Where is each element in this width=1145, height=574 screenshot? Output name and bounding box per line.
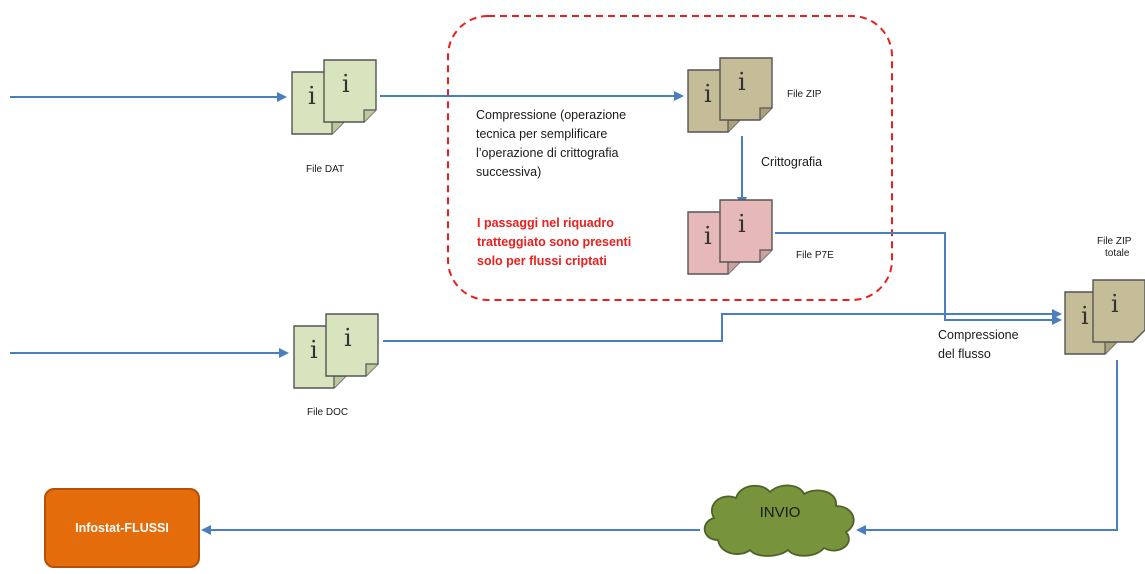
file-doc-label: File DOC — [307, 407, 349, 418]
compression-description: Compressione (operazione tecnica per sem… — [476, 106, 626, 182]
file-dat-label: File DAT — [306, 164, 345, 175]
note-line-3: solo per flussi criptati — [477, 254, 607, 268]
file-dat-icon: i i — [291, 59, 377, 135]
compression-line-4: successiva) — [476, 165, 542, 179]
file-zip-totale-label: File ZIP totale — [1097, 236, 1131, 260]
svg-text:i: i — [308, 82, 316, 110]
file-p7e-icon: i i — [687, 199, 773, 275]
file-doc-icon: i i — [293, 313, 379, 389]
encryption-region-border — [447, 15, 893, 301]
encrypted-flows-note: I passaggi nel riquadro tratteggiato son… — [477, 214, 631, 271]
file-p7e-label: File P7E — [796, 250, 834, 261]
infostat-flussi-label: Infostat-FLUSSI — [75, 521, 169, 535]
svg-text:i: i — [1111, 290, 1119, 318]
file-zip-label: File ZIP — [787, 89, 822, 100]
infostat-flussi-box: Infostat-FLUSSI — [44, 488, 200, 568]
compression-line-1: Compressione (operazione — [476, 108, 627, 122]
flow-compression-label: Compressione del flusso — [938, 326, 1019, 364]
svg-text:i: i — [704, 80, 712, 108]
invio-cloud: INVIO — [696, 482, 864, 558]
svg-text:i: i — [738, 210, 746, 238]
compression-line-2: tecnica per semplificare — [476, 127, 608, 141]
file-zip-totale-label-line1: File ZIP — [1097, 236, 1132, 247]
arrow-zip-totale-to-invio — [856, 360, 1118, 535]
arrow-doc-to-zip-totale — [383, 309, 1062, 342]
flow-compression-line-2: del flusso — [938, 347, 991, 361]
file-zip-totale-label-line2: totale — [1104, 248, 1130, 259]
svg-text:i: i — [310, 336, 318, 364]
svg-text:i: i — [342, 70, 350, 98]
invio-label: INVIO — [759, 504, 801, 521]
svg-text:i: i — [704, 222, 712, 250]
note-line-1: I passaggi nel riquadro — [477, 216, 614, 230]
flow-compression-line-1: Compressione — [938, 328, 1019, 342]
file-zip-totale-icon: i i — [1064, 279, 1145, 355]
svg-text:i: i — [738, 68, 746, 96]
file-zip-icon: i i — [687, 57, 773, 133]
encryption-label: Crittografia — [761, 155, 823, 169]
arrow-p7e-to-zip-totale — [775, 232, 1062, 325]
svg-text:i: i — [344, 324, 352, 352]
cloud-icon — [703, 484, 855, 557]
svg-text:i: i — [1081, 302, 1089, 330]
compression-line-3: l’operazione di crittografia — [476, 146, 619, 160]
note-line-2: tratteggiato sono presenti — [477, 235, 632, 249]
